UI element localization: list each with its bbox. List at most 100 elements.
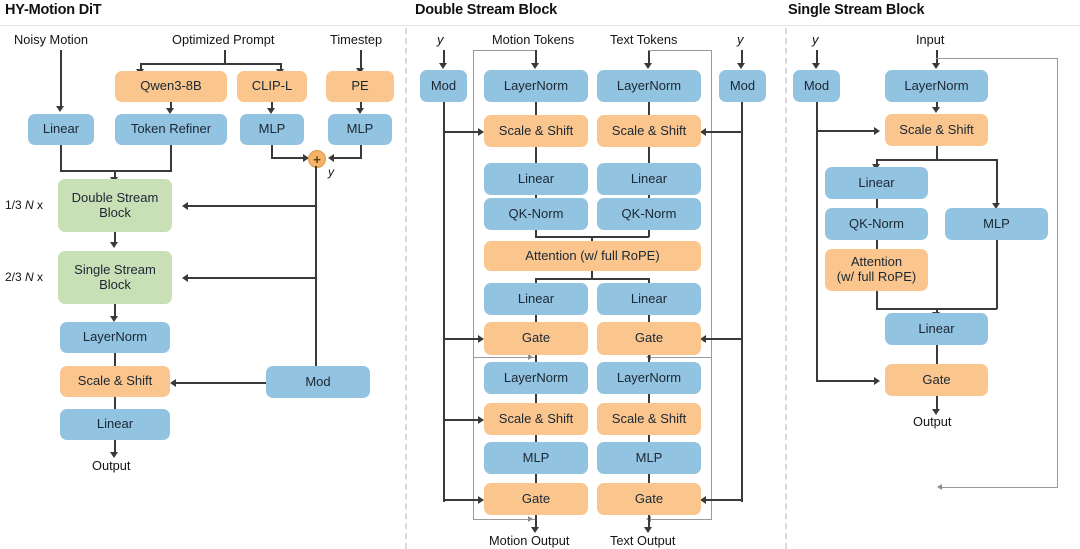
edge-input-to-ln [936, 50, 938, 64]
box-single-stream-block[interactable]: Single Stream Block [58, 251, 172, 304]
box-mid-motion-layernorm-1[interactable]: LayerNorm [484, 70, 588, 102]
tap-l-ss1 [443, 131, 483, 133]
box-right-linear-out[interactable]: Linear [885, 313, 988, 345]
box-token-refiner[interactable]: Token Refiner [115, 114, 227, 145]
arrow-l-gate1 [478, 335, 484, 343]
box-mod-mid-left[interactable]: Mod [420, 70, 467, 102]
box-mid-text-scale-shift-1[interactable]: Scale & Shift [597, 115, 701, 147]
skip-rail-text [711, 50, 713, 520]
edge-mlppe-left [330, 157, 361, 159]
box-mid-text-linear-1[interactable]: Linear [597, 163, 701, 195]
box-right-scale-shift[interactable]: Scale & Shift [885, 114, 988, 146]
label-y-mid-right: y [737, 32, 744, 47]
box-mid-text-linear-2[interactable]: Linear [597, 283, 701, 315]
edge-attn-down [591, 271, 593, 279]
box-mid-motion-qknorm[interactable]: QK-Norm [484, 198, 588, 230]
edge-r-linear-gate [936, 345, 938, 364]
box-linear-out-left[interactable]: Linear [60, 409, 170, 440]
edge-t-gate1-ln2 [648, 355, 650, 363]
box-right-attention[interactable]: Attention (w/ full RoPE) [825, 249, 928, 291]
arrow-right-gate [874, 377, 880, 385]
edge-m-ss2-mlp [535, 435, 537, 443]
skip-rail-text-mid [648, 357, 712, 359]
box-mid-text-scale-shift-2[interactable]: Scale & Shift [597, 403, 701, 435]
mod-bus-right [741, 102, 743, 502]
edge-mqk-down [535, 230, 537, 237]
box-mod-mid-right[interactable]: Mod [719, 70, 766, 102]
arrow-r-gate2 [700, 496, 706, 504]
edge-t-ln2-ss2 [648, 394, 650, 404]
arrowhead-motion-ln [531, 63, 539, 69]
edge-ssb-to-ln [114, 304, 116, 318]
edge-m-gate1-ln2 [535, 355, 537, 363]
box-mod-right[interactable]: Mod [793, 70, 840, 102]
edge-t-lin2-gate1 [648, 315, 650, 323]
box-mid-motion-layernorm-2[interactable]: LayerNorm [484, 362, 588, 394]
box-mid-text-gate-2[interactable]: Gate [597, 483, 701, 515]
edge-m-ss-lin [535, 147, 537, 163]
arrowhead-noisy-to-linear [56, 106, 64, 112]
box-mid-motion-linear-2[interactable]: Linear [484, 283, 588, 315]
box-mid-text-mlp[interactable]: MLP [597, 442, 701, 474]
box-mid-motion-linear-1[interactable]: Linear [484, 163, 588, 195]
edge-mlpclip-right [271, 157, 305, 159]
edge-t-ln-ss [648, 102, 650, 115]
edge-y-to-modr [741, 50, 743, 64]
sum-node-plus[interactable]: + [308, 150, 326, 168]
arrowhead-r-output [932, 409, 940, 415]
box-mid-text-gate-1[interactable]: Gate [597, 322, 701, 355]
box-mid-text-layernorm-2[interactable]: LayerNorm [597, 362, 701, 394]
box-mid-motion-mlp[interactable]: MLP [484, 442, 588, 474]
box-right-layernorm[interactable]: LayerNorm [885, 70, 988, 102]
box-mid-motion-scale-shift-1[interactable]: Scale & Shift [484, 115, 588, 147]
residual-rail-top [936, 58, 1058, 60]
arrowhead-y-dsb [182, 202, 188, 210]
box-clip-l[interactable]: CLIP-L [237, 71, 307, 102]
edge-clip-to-mlp [271, 102, 273, 110]
box-mid-text-qknorm[interactable]: QK-Norm [597, 198, 701, 230]
edge-m-mlp-gate2 [535, 474, 537, 484]
box-double-stream-block[interactable]: Double Stream Block [58, 179, 172, 232]
box-right-gate[interactable]: Gate [885, 364, 988, 396]
edge-attn-t [648, 278, 650, 283]
box-mid-motion-gate-2[interactable]: Gate [484, 483, 588, 515]
arrowhead-pe-mlp [356, 108, 364, 114]
edge-r-to-mlp [996, 159, 998, 205]
arrowhead-y-modl [439, 63, 447, 69]
edge-r-lin-qk [876, 199, 878, 208]
edge-m-ln2-ss2 [535, 394, 537, 404]
edge-text-to-ln [648, 50, 650, 64]
box-mid-motion-gate-1[interactable]: Gate [484, 322, 588, 355]
box-linear-input[interactable]: Linear [28, 114, 94, 145]
skip-rail-text-bot [648, 519, 712, 521]
box-mid-text-layernorm-1[interactable]: LayerNorm [597, 70, 701, 102]
box-mid-attention[interactable]: Attention (w/ full RoPE) [484, 241, 701, 271]
box-layernorm-left[interactable]: LayerNorm [60, 322, 170, 353]
skip-rail-text-top [648, 50, 712, 52]
edge-r-attn-down [876, 291, 878, 309]
box-right-qknorm[interactable]: QK-Norm [825, 208, 928, 240]
edge-t-ss-lin [648, 147, 650, 163]
box-mid-motion-scale-shift-2[interactable]: Scale & Shift [484, 403, 588, 435]
box-qwen3-8b[interactable]: Qwen3-8B [115, 71, 227, 102]
arrow-l-ss1 [478, 128, 484, 136]
tap-l-ss2 [443, 419, 483, 421]
box-pe[interactable]: PE [326, 71, 394, 102]
tap-l-gate2 [443, 499, 483, 501]
box-mod-left[interactable]: Mod [266, 366, 370, 398]
edge-ss-to-linear-left [114, 397, 116, 409]
panel-title-left: HY-Motion DiT [5, 2, 102, 18]
arrow-l-ss2 [478, 416, 484, 424]
label-output-right: Output [913, 414, 952, 429]
arrow-r-gate1 [700, 335, 706, 343]
box-scale-shift-left[interactable]: Scale & Shift [60, 366, 170, 397]
arrowhead-mod-ss-left [170, 379, 176, 387]
arrowhead-skip-motion-mid [528, 354, 533, 360]
edge-linear-to-output-left [114, 440, 116, 454]
edge-attn-m [535, 278, 537, 283]
box-right-mlp[interactable]: MLP [945, 208, 1048, 240]
box-mlp-pe[interactable]: MLP [328, 114, 392, 145]
edge-ln-to-ss-left [114, 353, 116, 366]
box-right-linear-q[interactable]: Linear [825, 167, 928, 199]
box-mlp-clip[interactable]: MLP [240, 114, 304, 145]
